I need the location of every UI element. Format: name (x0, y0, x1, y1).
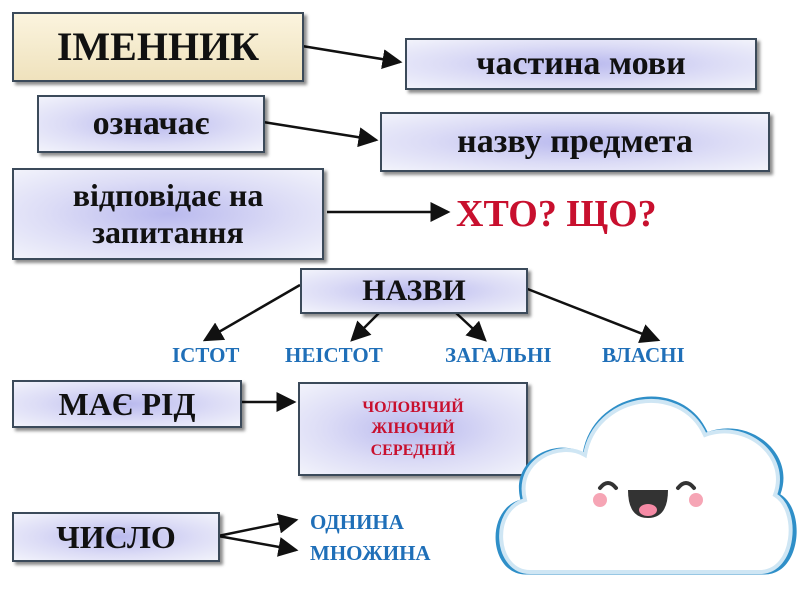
answers-label: відповідає на запитання (72, 177, 264, 250)
arrow-vlasni (524, 286, 661, 343)
answers-box: відповідає на запитання (12, 168, 324, 260)
title-box: ІМЕННИК (12, 12, 304, 82)
number-item: МНОЖИНА (310, 541, 431, 565)
arrow-title-part (301, 44, 403, 70)
arrow-mnozhyna (217, 534, 299, 557)
names-item: ЗАГАЛЬНІ (445, 343, 552, 367)
arrow-neistot (350, 311, 381, 342)
names-box: НАЗВИ (300, 268, 528, 314)
questions-text: ХТО? ЩО? (456, 193, 657, 235)
number-label: ЧИСЛО (56, 518, 176, 555)
means-box: означає (37, 95, 265, 153)
gender-label: МАЄ РІД (58, 385, 196, 422)
number-box: ЧИСЛО (12, 512, 220, 562)
names-item: НЕІСТОТ (285, 343, 383, 367)
arrow-means (262, 120, 379, 148)
arrow-zahalni (454, 311, 487, 342)
gender-values-box: ЧОЛОВІЧИЙ ЖІНОЧИЙ СЕРЕДНІЙ (298, 382, 528, 476)
means-label: означає (92, 105, 210, 143)
number-item: ОДНИНА (310, 510, 404, 534)
names-item: ВЛАСНІ (602, 343, 685, 367)
title-text: ІМЕННИК (56, 24, 260, 69)
arrow-odnyna (217, 513, 299, 538)
gender-box: МАЄ РІД (12, 380, 242, 428)
part-of-speech-text: частина мови (476, 45, 686, 83)
part-of-speech-box: частина мови (405, 38, 757, 90)
names-item: ІСТОТ (172, 343, 240, 367)
names-label: НАЗВИ (362, 273, 466, 307)
gender-item: ЖІНОЧИЙ (371, 420, 455, 438)
means-value: назву предмета (457, 123, 693, 161)
smiling-cloud-icon (495, 396, 797, 575)
means-value-box: назву предмета (380, 112, 770, 172)
gender-item: СЕРЕДНІЙ (370, 441, 456, 459)
arrow-istot (202, 283, 301, 342)
gender-item: ЧОЛОВІЧИЙ (362, 398, 464, 416)
